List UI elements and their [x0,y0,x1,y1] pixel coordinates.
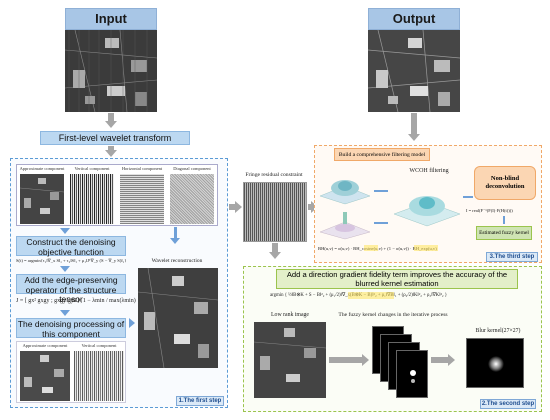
edge-formula-j: J = [ gx² gxgy ; gxgy gy² ] , [16,298,82,304]
vertical-component-image [70,174,114,224]
cosine-to-wcoh-arrow [374,190,388,192]
component-arrow-right-shaft [174,227,177,239]
fringe-residual-label: Fringe residual constraint [245,172,303,178]
construct-arrow [60,266,70,272]
lowrank-to-kernel-head [362,354,369,366]
sigma-highlight-1 [364,245,378,251]
fringe-down-shaft [272,243,278,253]
kernel-to-blur-head [448,354,455,366]
approx-component-image [20,174,64,224]
kernel-iteration-4 [396,350,428,398]
blur-kernel-image [466,338,524,388]
denoise-label-approx: Approximate component [22,343,68,348]
input-image [65,30,157,112]
third-step-label: 3.The third step [486,252,538,262]
denoised-approx-image [20,351,70,401]
second-step-label: 2.The second step [480,399,536,409]
gradient-highlight [348,292,394,299]
denoise-to-reconstruct-arrow [129,318,135,328]
panel1-to-fringe-head [235,201,242,213]
denoised-vertical-image [74,351,124,401]
construct-objective-box: Construct the denoising objective functi… [16,236,126,256]
output-arrow-head [408,134,420,141]
input-header: Input [65,8,157,30]
edge-arrow [60,310,70,316]
cosine-surface-plot [318,166,372,206]
lowrank-to-kernel-shaft [329,357,363,363]
component-strip: Approximate component Vertical component… [16,164,218,226]
denoise-processing-box: The denoising processing of this compone… [16,318,126,339]
output-header: Output [368,8,460,30]
build-model-box: Build a comprehensive filtering model [334,148,430,161]
edge-preserving-box: Add the edge-preserving operator of the … [16,274,126,304]
wcoh-to-deconv-arrow [463,196,473,198]
kernel-to-blur-shaft [431,357,449,363]
construct-formula: S(t) = argmin{τ₁‖∇_x S‖₁ + τ₂‖S‖₁ + μ₁‖J… [16,258,127,263]
component-label-diagonal: Diagonal component [173,166,211,171]
component-label-vertical: Vertical component [74,166,110,171]
output-arrow-shaft [411,113,417,137]
wcoh-surface-plot [392,176,462,228]
edge-formula-omega: Ω = 1 − λmin / max(λmin) [72,298,136,304]
denoise-label-vertical: Vertical component [81,343,117,348]
exp-surface-plot [318,206,372,240]
wavelet-arrow-head [105,150,117,157]
fuzzy-to-deconv-arrow [503,216,505,224]
third-step-panel [314,145,542,263]
first-step-label: 1.The first step [176,396,224,406]
fuzzy-kernel-box: Estimated fuzzy kernel [476,226,532,240]
fringe-residual-image [243,182,307,242]
horizontal-component-image [120,174,164,224]
input-arrow-head [105,121,117,128]
exp-to-wcoh-arrow [374,222,388,224]
component-arrow-left [60,228,70,234]
second-step-title-box: Add a direction gradient fidelity term i… [276,269,518,289]
component-label-horizontal: Horizontal component [121,166,163,171]
wavelet-reconstruction-label: Wavelet reconstruction [151,258,203,264]
fringe-to-third-shaft [308,204,312,210]
blur-kernel-label: Blur kernel(27×27) [475,328,521,334]
output-image [368,30,460,112]
component-arrow-right-head [170,238,180,244]
fringe-down-head [269,252,281,259]
deconv-formula: I = real(F⁻¹(F(I)·F(H(t)))) [466,208,513,213]
kernel-changes-label: The fuzzy kernel changes in the iterativ… [338,312,448,318]
low-rank-image [254,322,326,398]
wavelet-transform-box: First-level wavelet transform [40,131,190,145]
nonblind-box: Non-blind deconvolution [474,166,536,200]
denoise-strip: Approximate component Vertical component [16,341,126,403]
input-arrow-shaft [108,113,114,122]
sigma-highlight-2 [414,245,438,251]
wavelet-arrow-shaft [108,146,114,151]
wcoh-label: WCOH filtering [409,168,449,174]
diagonal-component-image [170,174,214,224]
reconstruction-image [138,268,218,368]
component-label-approx: Approximate component [19,166,65,171]
low-rank-label: Low rank image [271,312,309,318]
panel1-to-fringe-shaft [229,204,236,210]
nonblind-label: Non-blind deconvolution [485,175,525,190]
